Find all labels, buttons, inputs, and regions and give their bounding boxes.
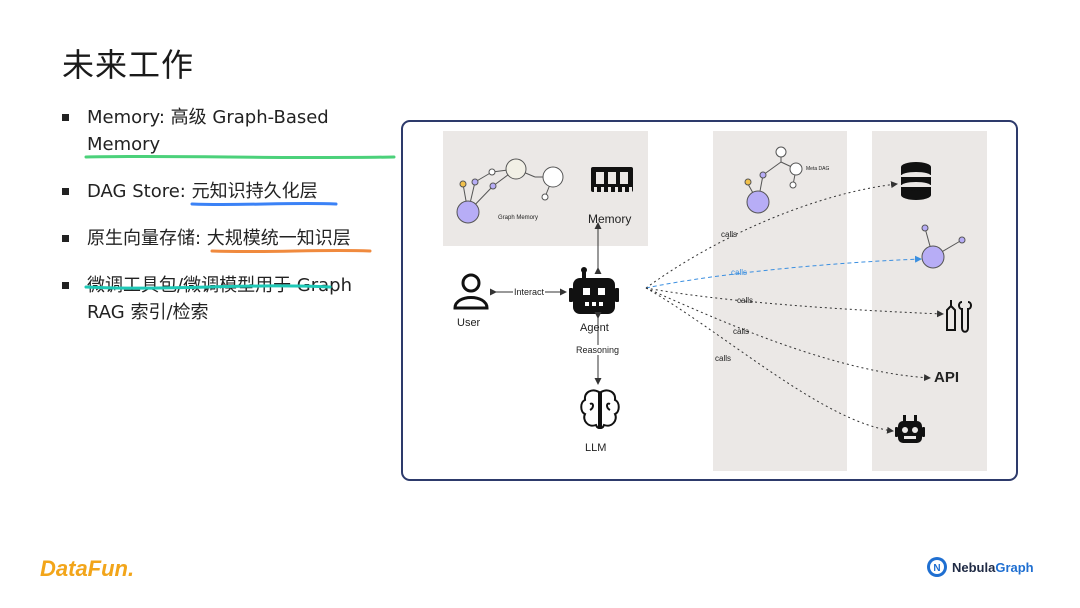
graph-node bbox=[542, 166, 564, 188]
user-icon bbox=[453, 273, 489, 310]
agent-robot-icon bbox=[569, 267, 619, 314]
meta-dag-label: Meta DAG bbox=[806, 166, 830, 172]
bullet-marker bbox=[62, 235, 69, 242]
tools-panel-left bbox=[713, 131, 847, 471]
reasoning-label: Reasoning bbox=[575, 345, 621, 355]
nebulagraph-logo-text: NebulaGraph bbox=[952, 560, 1034, 575]
graph-node bbox=[456, 200, 480, 224]
dag-node bbox=[775, 146, 787, 158]
call-line-database bbox=[645, 181, 898, 289]
dag-node bbox=[789, 181, 797, 189]
bullet-text: DAG Store: 元知识持久化层 bbox=[87, 181, 318, 202]
bullet-text: 原生向量存储: 大规模统一知识层 bbox=[87, 228, 351, 249]
graph-text: Graph bbox=[995, 559, 1034, 575]
graph-node bbox=[541, 193, 549, 201]
call-line-vector bbox=[645, 255, 922, 289]
calls-label: calls bbox=[737, 296, 754, 305]
highlight-underline bbox=[84, 284, 332, 290]
graph-node bbox=[489, 182, 497, 190]
graph-node bbox=[471, 178, 479, 186]
nebula-text: Nebula bbox=[952, 559, 996, 575]
graph-node bbox=[459, 180, 467, 188]
datafun-logo: DataFun. bbox=[40, 556, 134, 582]
bullet-marker bbox=[62, 114, 69, 121]
bullet-item: 原生向量存储: 大规模统一知识层 bbox=[62, 225, 382, 254]
highlight-underline bbox=[84, 154, 396, 160]
calls-label: calls bbox=[721, 230, 738, 239]
slide-title: 未来工作 bbox=[62, 46, 195, 84]
agent-label: Agent bbox=[580, 322, 609, 334]
diagram-graphics bbox=[453, 146, 972, 443]
call-line-robot bbox=[645, 287, 894, 434]
call-line-api bbox=[645, 287, 931, 382]
brain-icon bbox=[580, 389, 620, 430]
bullet-item: Memory: 高级 Graph-Based Memory bbox=[62, 104, 396, 160]
api-label: API bbox=[934, 369, 960, 386]
call-line-tools bbox=[645, 287, 944, 318]
bullet-marker bbox=[62, 282, 69, 289]
vector-graph-icon bbox=[921, 224, 966, 269]
calls-label: calls bbox=[715, 354, 732, 363]
calls-label: calls bbox=[731, 268, 748, 277]
bullet-item: 微调工具包/微调模型用于 Graph RAG 索引/检索 bbox=[62, 272, 382, 326]
architecture-diagram: Graph Memory Memory Meta DAG User Agent … bbox=[401, 120, 1018, 481]
graph-node bbox=[488, 168, 496, 176]
robot-icon-right bbox=[895, 415, 925, 443]
highlight-underline bbox=[210, 248, 372, 254]
nebulagraph-logo-icon: N bbox=[927, 557, 947, 577]
dag-node bbox=[744, 178, 752, 186]
dag-node bbox=[746, 190, 770, 214]
user-label: User bbox=[457, 317, 481, 329]
dag-node bbox=[759, 171, 767, 179]
bullet-list: Memory: 高级 Graph-Based Memory DAG Store:… bbox=[62, 104, 396, 346]
interact-label: Interact bbox=[513, 287, 546, 297]
memory-chip-icon bbox=[591, 167, 633, 192]
graph-memory-label: Graph Memory bbox=[498, 215, 539, 221]
highlight-underline bbox=[190, 201, 338, 207]
tools-icon bbox=[946, 300, 972, 333]
graph-node bbox=[505, 158, 527, 180]
datafun-logo-text: DataFun. bbox=[40, 556, 135, 581]
bullet-marker bbox=[62, 188, 69, 195]
dag-node bbox=[789, 162, 803, 176]
memory-label: Memory bbox=[588, 212, 632, 226]
bullet-text: Memory: 高级 Graph-Based Memory bbox=[87, 107, 329, 155]
nebulagraph-logo: N NebulaGraph bbox=[926, 556, 1034, 578]
svg-text:N: N bbox=[933, 563, 940, 574]
database-icon bbox=[901, 162, 931, 200]
calls-label: calls bbox=[733, 327, 750, 336]
llm-label: LLM bbox=[585, 442, 607, 454]
bullet-item: DAG Store: 元知识持久化层 bbox=[62, 178, 382, 207]
